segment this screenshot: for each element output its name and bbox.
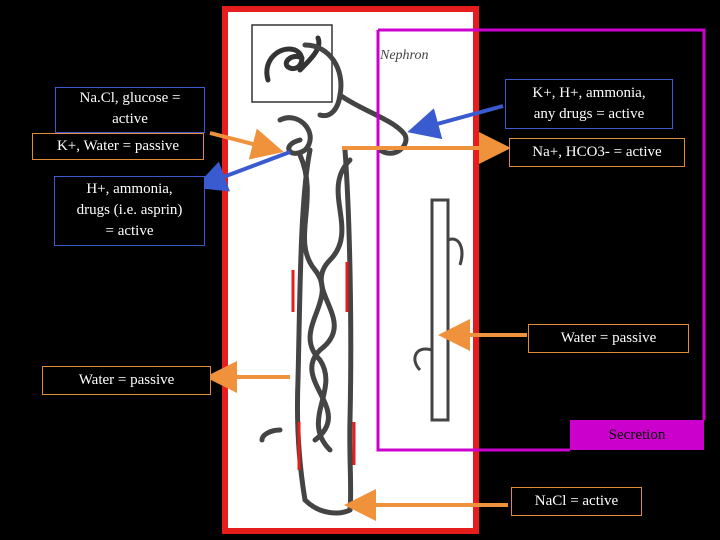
secretion-label: Secretion (570, 420, 704, 450)
h-ammonia-line2: drugs (i.e. asprin) (76, 202, 183, 218)
glomerulus (264, 35, 322, 83)
nephron-tubules (259, 42, 409, 516)
k-h-ammonia-label: K+, H+, ammonia, any drugs = active (505, 79, 673, 129)
k-h-ammonia-line1: K+, H+, ammonia, (532, 85, 646, 101)
water-right-label: Water = passive (528, 324, 689, 353)
h-ammonia-line1: H+, ammonia, (86, 181, 173, 197)
na-hco3-label: Na+, HCO3- = active (509, 138, 685, 167)
nacl-glucose-label-top: Na.Cl, glucose = active (55, 87, 205, 133)
nacl-glucose-label-bottom: K+, Water = passive (32, 133, 204, 160)
arrow-h-ammonia-left (194, 150, 291, 192)
nacl-glucose-line1: Na.Cl, glucose = (79, 90, 181, 106)
collecting-duct (413, 198, 464, 422)
nacl-active-label: NaCl = active (511, 487, 642, 516)
k-h-ammonia-line2: any drugs = active (533, 106, 645, 122)
h-ammonia-line3: = active (105, 223, 154, 239)
segment-markers (291, 262, 356, 470)
arrow-nacl-glucose (209, 128, 284, 160)
glomerulus-inset (251, 24, 333, 103)
k-water-passive-line: K+, Water = passive (56, 138, 180, 154)
secretion-outline (376, 28, 706, 452)
arrow-k-h-ammonia (407, 104, 504, 140)
nephron-figure-label: Nephron (379, 48, 428, 63)
nacl-glucose-line2: active (112, 111, 148, 127)
water-left-label: Water = passive (42, 366, 211, 395)
h-ammonia-left-label: H+, ammonia, drugs (i.e. asprin) = activ… (54, 176, 205, 246)
